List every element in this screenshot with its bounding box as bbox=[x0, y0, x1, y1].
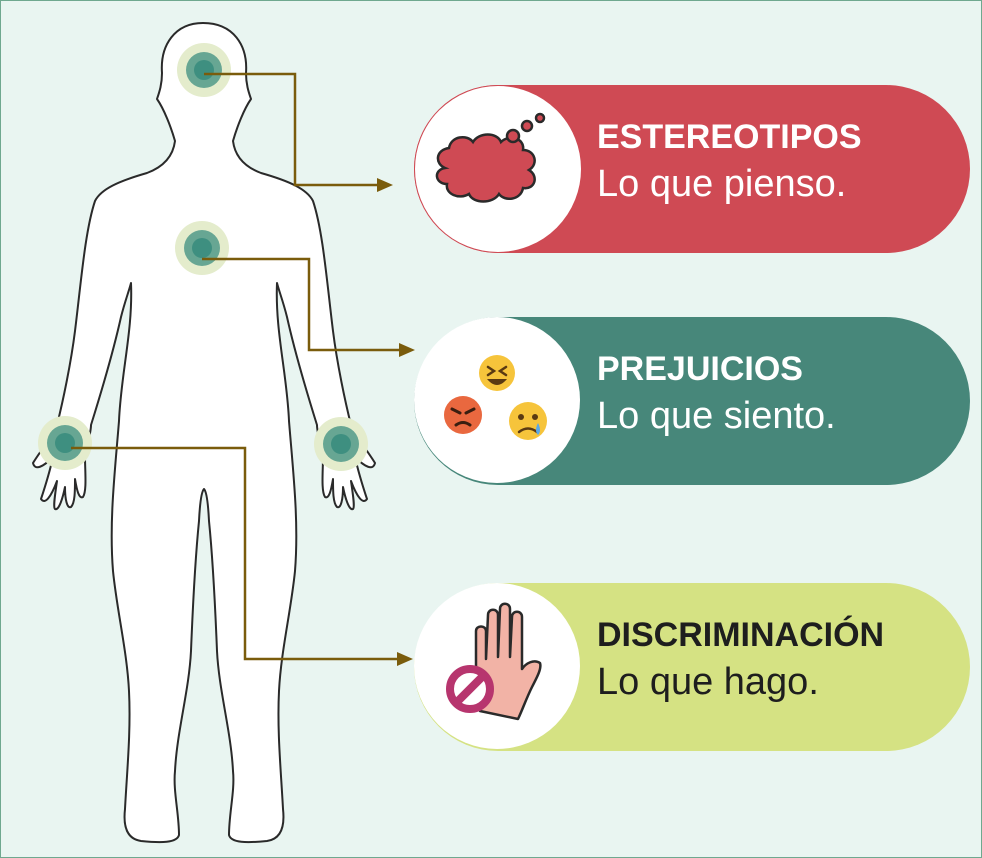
body-silhouette bbox=[32, 22, 376, 844]
angry-face-icon bbox=[444, 396, 482, 434]
stop-hand-icon-disc bbox=[414, 583, 580, 749]
estereotipos-title: ESTEREOTIPOS bbox=[597, 118, 862, 156]
prejuicios-card: PREJUICIOS Lo que siento. bbox=[414, 317, 970, 485]
connector-lines bbox=[71, 72, 399, 661]
discriminacion-title: DISCRIMINACIÓN bbox=[597, 616, 885, 654]
estereotipos-card: ESTEREOTIPOS Lo que pienso. bbox=[414, 85, 970, 253]
discriminacion-card: DISCRIMINACIÓN Lo que hago. bbox=[414, 583, 970, 751]
stop-hand-icon bbox=[446, 602, 542, 721]
thought-cloud-icon-disc bbox=[414, 85, 582, 253]
laughing-face-icon bbox=[479, 355, 515, 391]
sad-face-icon bbox=[509, 402, 547, 440]
discriminacion-subtitle: Lo que hago. bbox=[597, 661, 819, 703]
emoji-faces-icon-disc bbox=[414, 317, 580, 483]
prejuicios-subtitle: Lo que siento. bbox=[597, 395, 836, 437]
body-markers bbox=[38, 43, 368, 471]
estereotipos-subtitle: Lo que pienso. bbox=[597, 163, 847, 205]
emoji-faces-icon bbox=[444, 355, 547, 440]
thought-cloud-icon bbox=[435, 112, 546, 203]
prejuicios-title: PREJUICIOS bbox=[597, 350, 803, 388]
